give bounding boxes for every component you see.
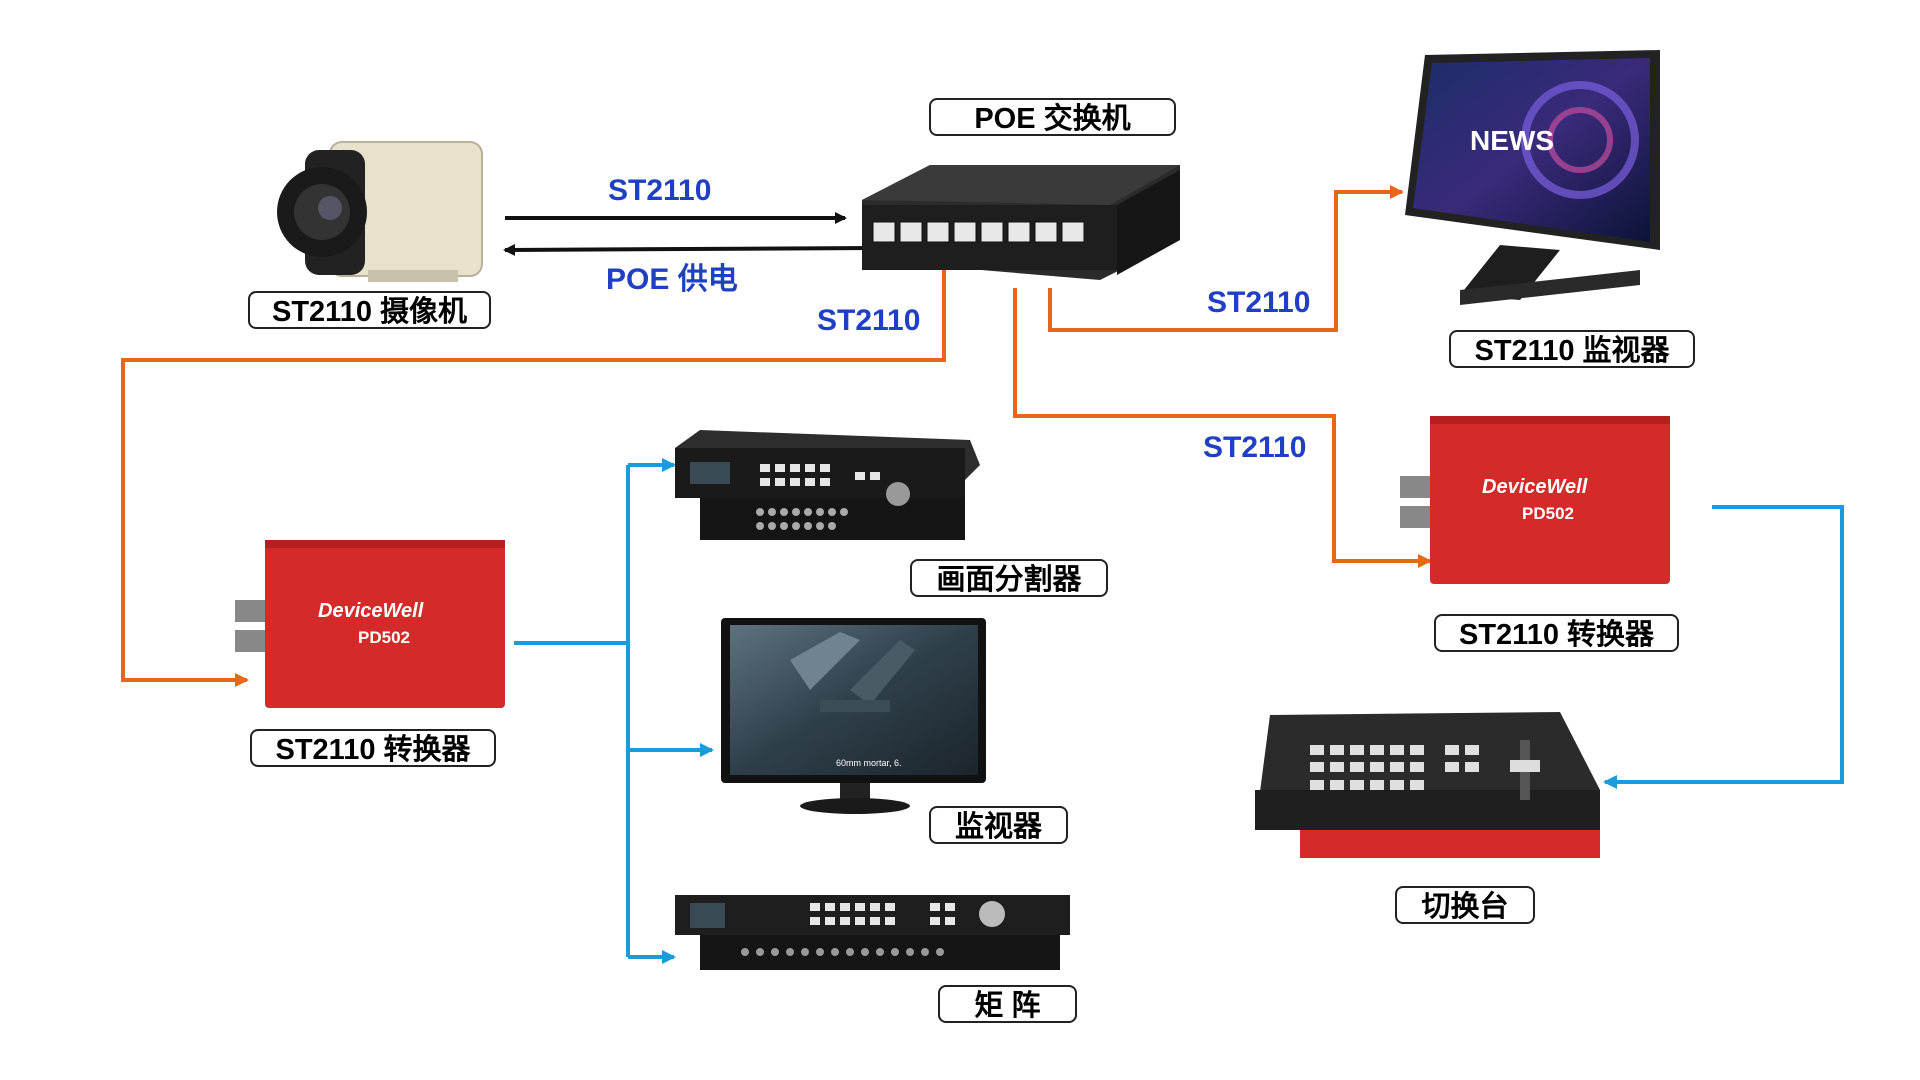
- link-label-poe-power: POE 供电: [606, 263, 738, 296]
- matrix-device: [675, 895, 1070, 970]
- switcher-device: [1255, 712, 1600, 858]
- link-label-switch-to-converter-left: ST2110: [817, 304, 921, 337]
- monitor-caption: 60mm mortar, 6.: [836, 758, 902, 768]
- monitor-top-device: NEWS: [1405, 50, 1660, 305]
- converter-left-brand: DeviceWell: [318, 600, 424, 622]
- label-st2110-camera: ST2110 摄像机: [248, 291, 491, 329]
- label-switcher: 切换台: [1395, 886, 1535, 924]
- camera-device: [277, 141, 483, 282]
- link-switch-to-camera: [503, 243, 876, 256]
- label-monitor: 监视器: [929, 806, 1068, 844]
- converter-left-model: PD502: [358, 628, 410, 647]
- label-poe-switch: POE 交换机: [929, 98, 1176, 136]
- monitor-top-screen-text: NEWS: [1470, 125, 1554, 156]
- multiviewer-device: [675, 430, 980, 540]
- link-label-switch-to-monitor-top: ST2110: [1207, 286, 1311, 319]
- label-st2110-monitor: ST2110 监视器: [1449, 330, 1695, 368]
- link-label-switch-to-converter-right: ST2110: [1203, 431, 1307, 464]
- label-matrix: 矩 阵: [938, 985, 1077, 1023]
- converter-right-brand: DeviceWell: [1482, 476, 1588, 498]
- link-switch-to-converter-left: [121, 268, 946, 687]
- converter-right-device: [1400, 416, 1670, 584]
- link-converter-to-switcher: [1603, 505, 1844, 789]
- converter-right-model: PD502: [1522, 504, 1574, 523]
- label-multiviewer: 画面分割器: [910, 559, 1108, 597]
- monitor-device: 60mm mortar, 6.: [721, 618, 986, 814]
- link-label-camera-to-switch: ST2110: [608, 174, 712, 207]
- label-st2110-converter-left: ST2110 转换器: [250, 729, 496, 767]
- link-switch-to-monitor-top: [1048, 185, 1404, 332]
- label-st2110-converter-right: ST2110 转换器: [1434, 614, 1679, 652]
- link-switch-to-converter-right: [1013, 288, 1432, 568]
- converter-left-device: [235, 540, 505, 708]
- poe-switch-device: [862, 165, 1180, 280]
